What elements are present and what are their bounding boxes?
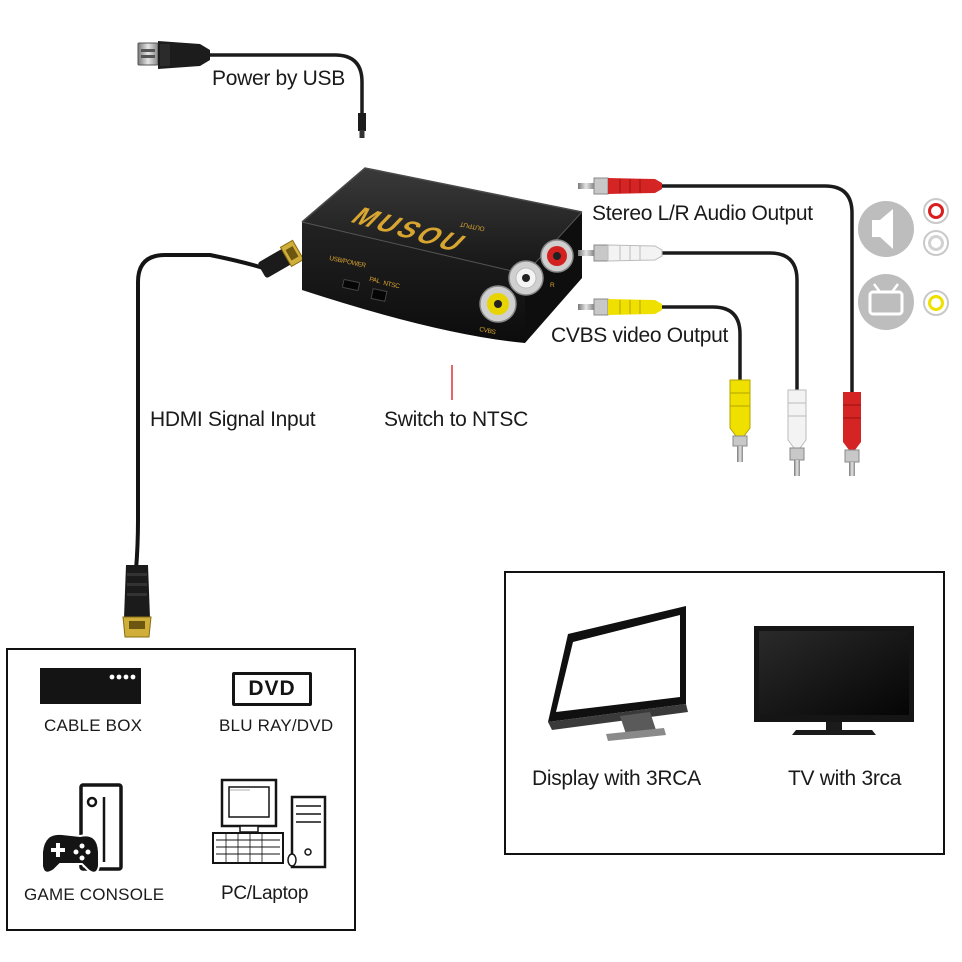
- display-devices-box: [504, 571, 945, 855]
- rca-jack-red: [540, 239, 574, 273]
- rca-plug-icon: [578, 177, 662, 195]
- rca-cable-white: [578, 244, 807, 476]
- label-power-by-usb: Power by USB: [212, 67, 345, 90]
- hdmi-plug-icon: [258, 239, 305, 278]
- gamepad-icon: [41, 832, 100, 874]
- rca-white-dot-icon: [923, 230, 949, 256]
- label-cvbs-video-output: CVBS video Output: [551, 324, 728, 347]
- usb-plug-icon: [137, 41, 210, 69]
- rca-jack-yellow: [479, 285, 517, 323]
- label-tv-with-3rca: TV with 3rca: [788, 767, 902, 790]
- monitor-icon: [548, 606, 688, 741]
- rca-plug-icon: [729, 379, 751, 462]
- label-cable-box: CABLE BOX: [44, 716, 143, 735]
- label-switch-to-ntsc: Switch to NTSC: [384, 408, 528, 431]
- label-blu-ray-dvd: BLU RAY/DVD: [219, 716, 334, 735]
- label-stereo-audio-output: Stereo L/R Audio Output: [592, 202, 813, 225]
- label-pc-laptop: PC/Laptop: [221, 883, 309, 904]
- converter-device: [301, 167, 583, 343]
- rca-red-dot-icon: [923, 198, 949, 224]
- hdmi-cable: [122, 239, 305, 638]
- mini-usb-plug-icon: [358, 113, 366, 138]
- label-hdmi-signal-input: HDMI Signal Input: [150, 408, 316, 431]
- rca-plug-icon: [578, 244, 663, 262]
- source-devices-box: [6, 648, 356, 931]
- label-display-with-3rca: Display with 3RCA: [532, 767, 701, 790]
- rca-cable-yellow: [578, 298, 751, 462]
- label-game-console: GAME CONSOLE: [24, 885, 165, 904]
- hdmi-plug-icon: [122, 565, 152, 638]
- tv-icon: [754, 626, 914, 735]
- dvd-badge-icon: DVD: [232, 672, 312, 706]
- rca-plug-icon: [787, 389, 807, 476]
- dvd-badge-text: DVD: [248, 677, 296, 700]
- rca-cable-red: [578, 177, 861, 476]
- usb-cable: [137, 41, 366, 138]
- cable-box-icon: [40, 668, 141, 704]
- device-r-label: R: [550, 282, 555, 289]
- rca-jack-white: [508, 260, 544, 296]
- rca-yellow-dot-icon: [923, 290, 949, 316]
- speaker-icon: [858, 201, 914, 257]
- rca-plug-icon: [578, 298, 662, 316]
- pc-icon: [212, 778, 327, 869]
- tv-icon: [858, 274, 914, 330]
- rca-plug-icon: [843, 392, 861, 476]
